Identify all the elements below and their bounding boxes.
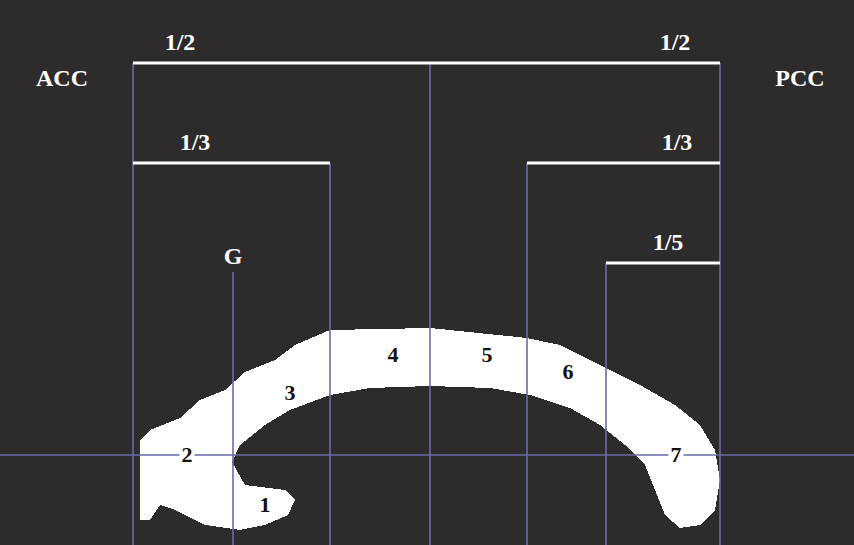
fraction-label: 1/5 [653,230,684,254]
callout-number: 4 [386,344,401,366]
fraction-brackets [133,63,720,263]
callout-number: 2 [180,444,195,466]
division-lines [0,63,854,545]
callout-number: 3 [283,382,298,404]
fraction-label: 1/3 [662,130,693,154]
callout-number: 6 [561,361,576,383]
region-label: PCC [775,66,824,90]
fraction-label: 1/3 [180,130,211,154]
fraction-label: 1/2 [660,30,691,54]
point-label: G [224,244,243,268]
region-label: ACC [36,66,88,90]
callout-number: 1 [258,494,273,516]
callout-number: 5 [480,344,495,366]
callout-number: 7 [669,444,684,466]
fraction-label: 1/2 [165,30,196,54]
